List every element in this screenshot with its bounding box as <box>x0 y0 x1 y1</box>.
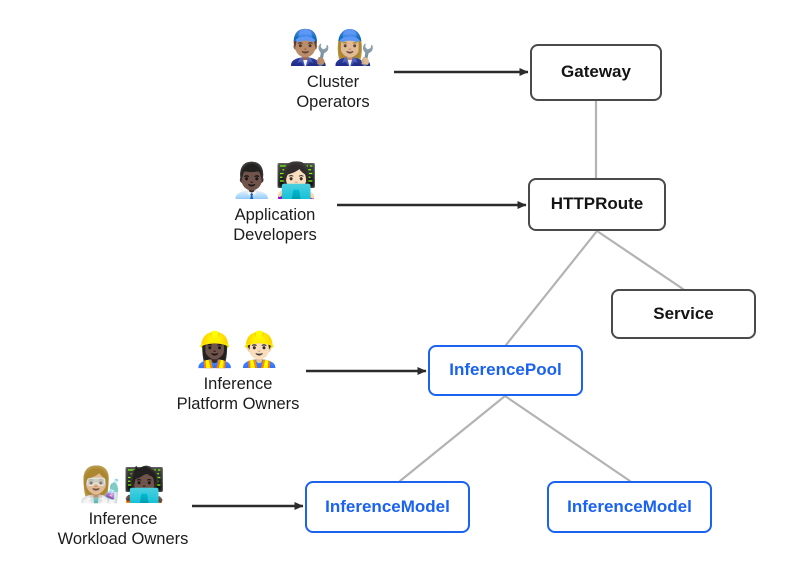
node-gateway-label: Gateway <box>561 62 631 82</box>
cluster-operators-label-line2: Operators <box>296 93 370 112</box>
connector-httproute-service <box>595 229 685 291</box>
node-inferencemodel-1[interactable]: InferenceModel <box>305 481 470 533</box>
inference-platform-owners-label-line2: Platform Owners <box>176 395 300 414</box>
inference-workload-owners-label-line2: Workload Owners <box>57 530 189 549</box>
application-developers-label-line2: Developers <box>233 226 317 245</box>
node-inferencemodel-2-label: InferenceModel <box>567 496 692 516</box>
connector-httproute-inferencepool <box>504 229 599 347</box>
connector-inferencepool-inferencemodel1 <box>398 394 507 483</box>
node-inferencepool-label: InferencePool <box>449 360 562 380</box>
inference-platform-owners-icons: 👷🏿‍♀️👷🏻‍♂️ <box>193 330 283 370</box>
actor-inference-platform-owners: 👷🏿‍♀️👷🏻‍♂️ Inference Platform Owners <box>165 333 311 414</box>
application-developers-label: Application Developers <box>233 205 316 245</box>
node-httproute[interactable]: HTTPRoute <box>528 178 666 231</box>
actor-inference-workload-owners: 👩🏼‍🔬🧑🏿‍💻 Inference Workload Owners <box>49 468 197 549</box>
node-inferencemodel-1-label: InferenceModel <box>325 496 450 516</box>
node-inferencemodel-2[interactable]: InferenceModel <box>547 481 712 533</box>
node-service[interactable]: Service <box>611 289 756 339</box>
connector-inferencepool-inferencemodel2 <box>503 394 632 483</box>
application-developers-label-line1: Application <box>234 206 316 224</box>
node-inferencepool[interactable]: InferencePool <box>428 345 583 396</box>
cluster-operators-icons: 👨🏽‍🔧👩🏼‍🔧 <box>288 28 378 68</box>
actor-application-developers: 👨🏿‍💼👩🏻‍💻 Application Developers <box>208 164 342 245</box>
cluster-operators-label-line1: Cluster <box>306 73 360 91</box>
inference-workload-owners-label-line1: Inference <box>88 510 158 528</box>
inference-workload-owners-label: Inference Workload Owners <box>58 509 189 549</box>
application-developers-icons: 👨🏿‍💼👩🏻‍💻 <box>230 161 320 201</box>
inference-platform-owners-label: Inference Platform Owners <box>177 374 300 414</box>
cluster-operators-label: Cluster Operators <box>296 72 369 112</box>
actor-cluster-operators: 👨🏽‍🔧👩🏼‍🔧 Cluster Operators <box>272 31 394 112</box>
node-service-label: Service <box>653 303 714 323</box>
inference-platform-owners-label-line1: Inference <box>203 375 273 393</box>
node-gateway[interactable]: Gateway <box>530 44 662 101</box>
node-httproute-label: HTTPRoute <box>550 194 644 214</box>
inference-workload-owners-icons: 👩🏼‍🔬🧑🏿‍💻 <box>78 465 168 505</box>
